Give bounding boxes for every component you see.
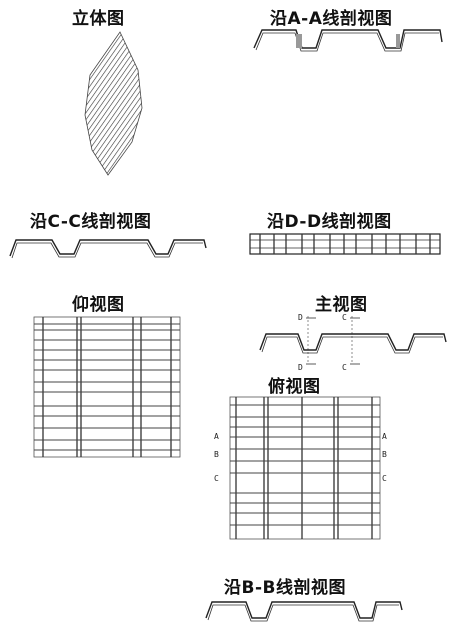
isometric-view-title: 立体图	[72, 9, 125, 29]
marker-c-right: C	[382, 474, 387, 483]
bottom-view-grid	[33, 316, 183, 460]
section-dd-profile	[248, 230, 444, 258]
bottom-view-title: 仰视图	[72, 295, 125, 315]
marker-c-top: C	[342, 313, 347, 322]
marker-c-bottom: C	[342, 363, 347, 372]
section-dd-title: 沿D-D线剖视图	[267, 212, 392, 232]
top-view-title: 俯视图	[268, 377, 321, 397]
marker-a-left: A	[214, 432, 219, 441]
section-aa-title: 沿A-A线剖视图	[270, 9, 393, 29]
main-view-title: 主视图	[315, 295, 368, 315]
section-cc-title: 沿C-C线剖视图	[30, 212, 152, 232]
main-view-profile: D C D C	[258, 310, 448, 372]
top-view-grid: A A B B C C	[212, 395, 402, 543]
marker-a-right: A	[382, 432, 387, 441]
section-cc-profile	[8, 230, 208, 262]
section-bb-title: 沿B-B线剖视图	[224, 578, 346, 598]
marker-b-left: B	[214, 450, 219, 459]
marker-b-right: B	[382, 450, 387, 459]
section-aa-profile	[252, 26, 444, 58]
section-bb-profile	[204, 596, 404, 624]
marker-d-bottom: D	[298, 363, 303, 372]
isometric-view	[80, 30, 150, 180]
marker-c-left: C	[214, 474, 219, 483]
marker-d-top: D	[298, 313, 303, 322]
